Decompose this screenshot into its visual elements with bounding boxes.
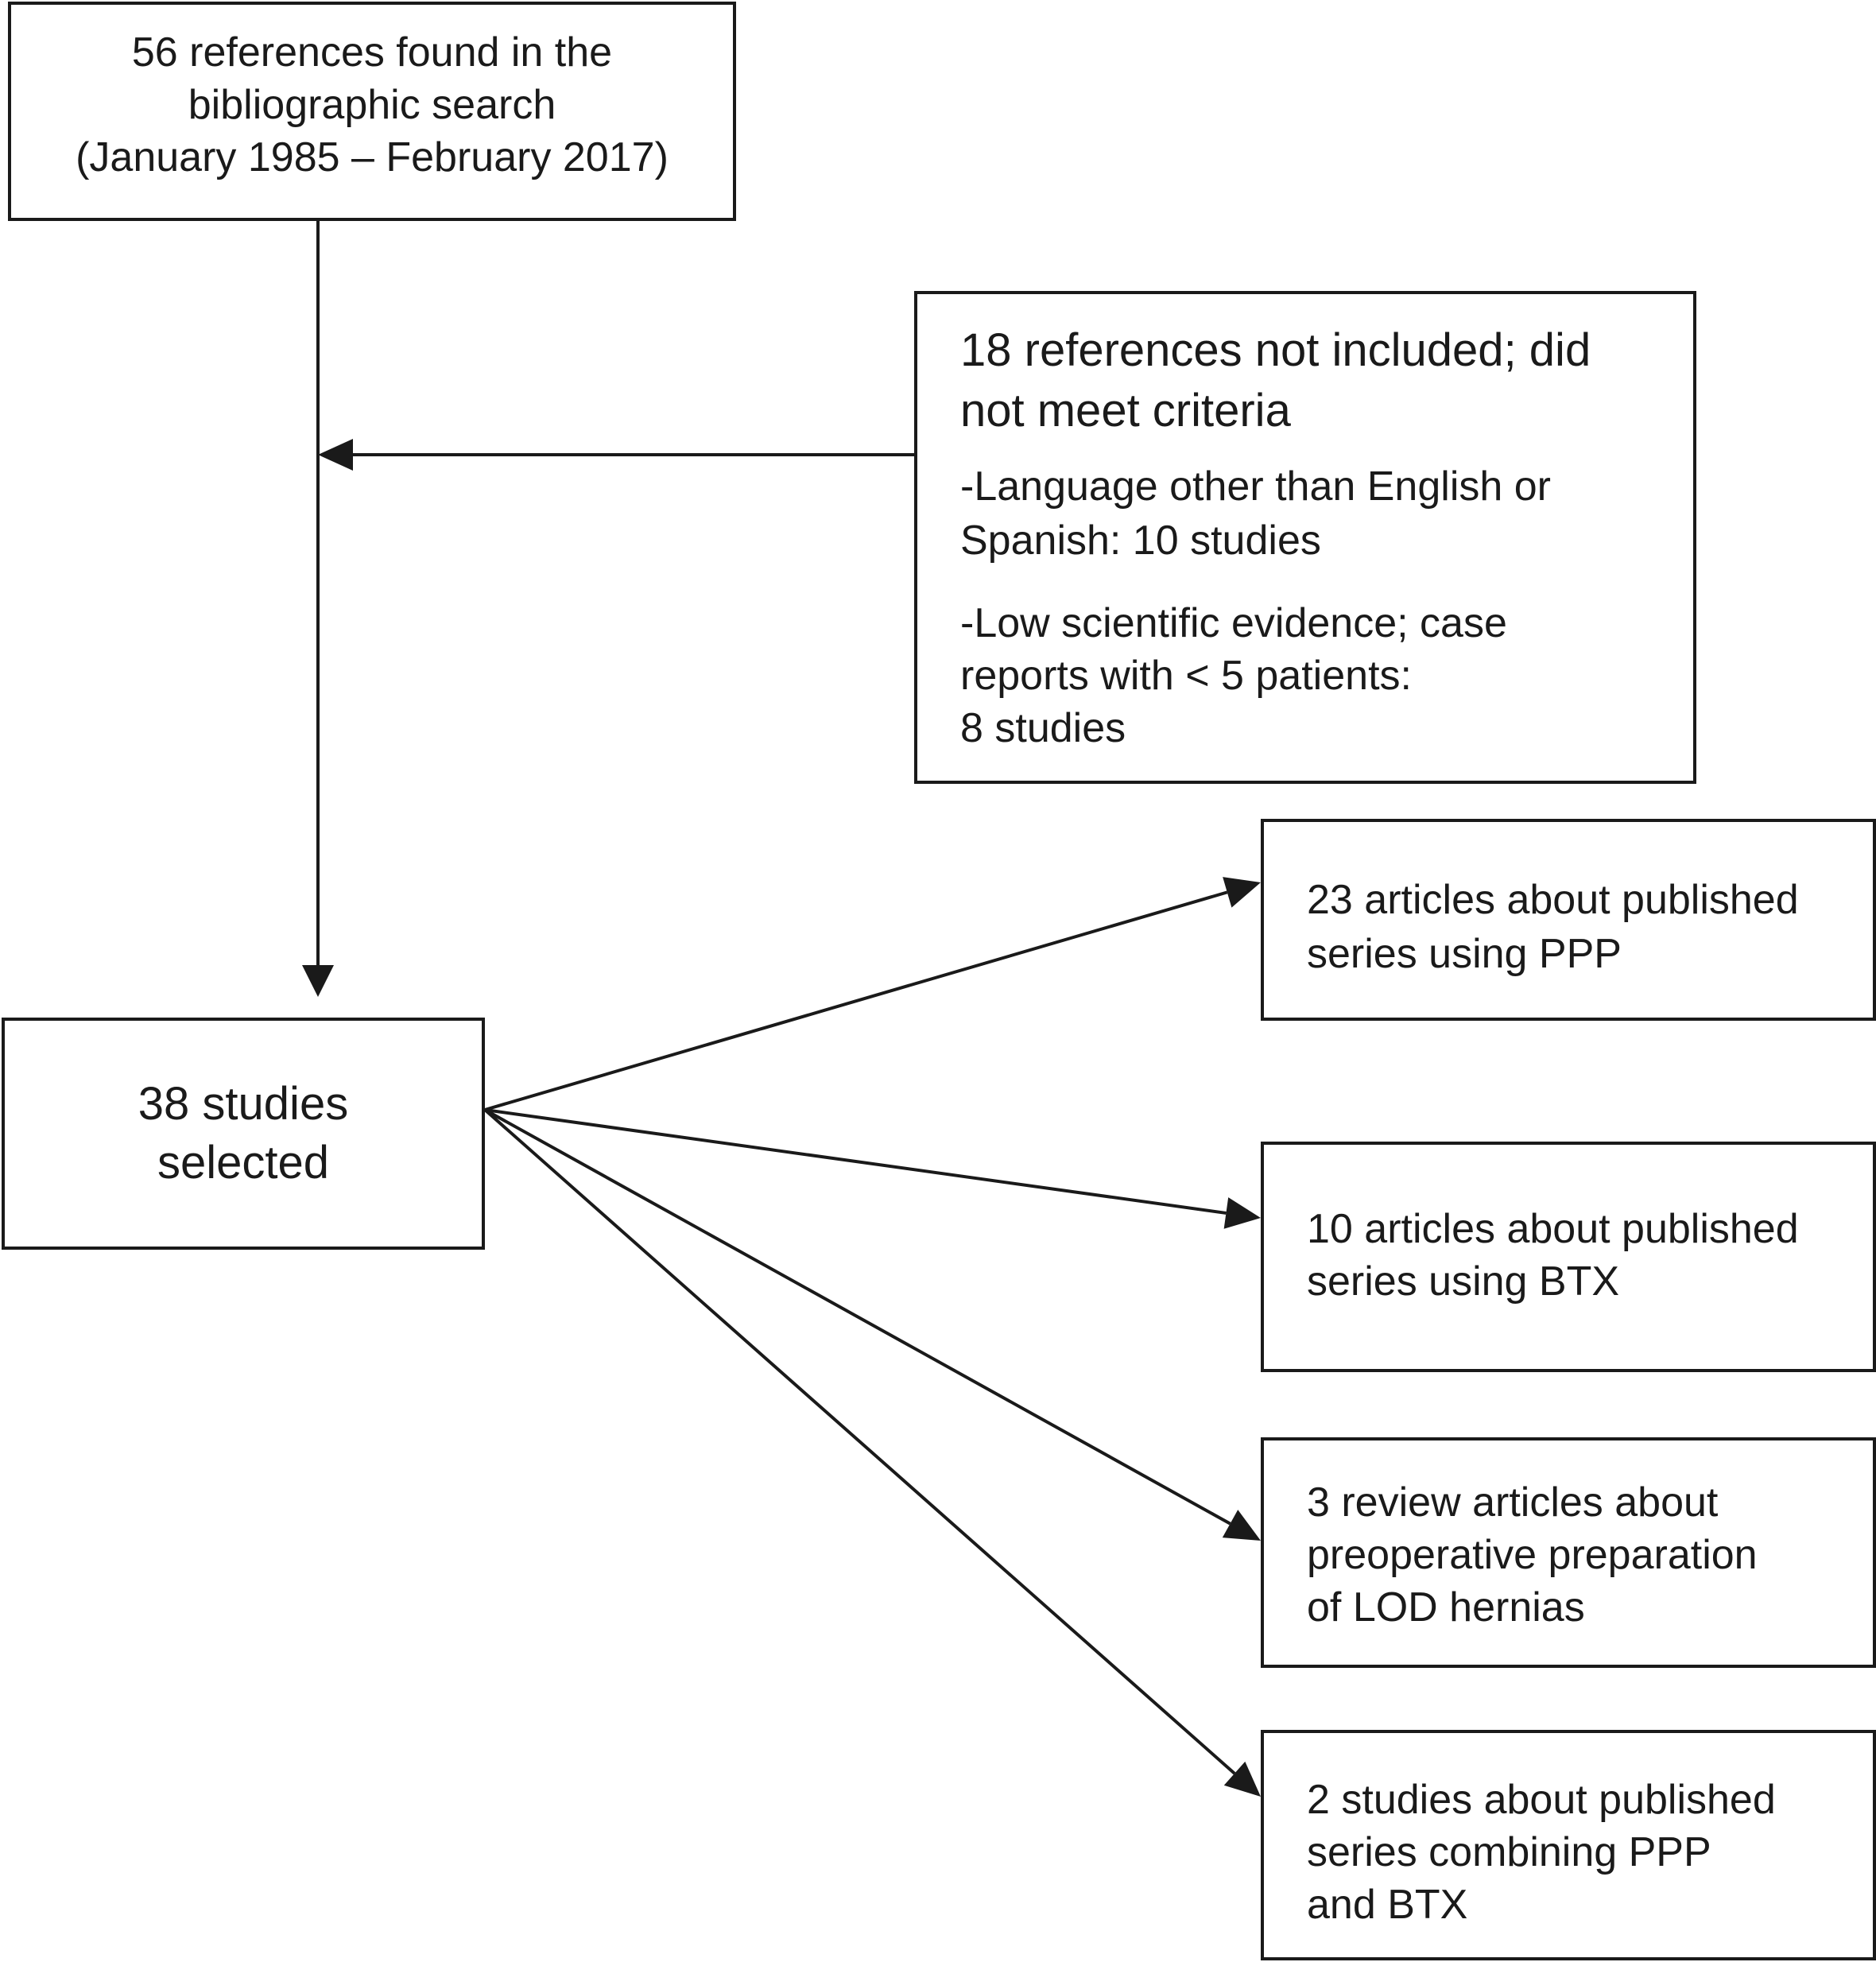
excluded-reason-language-line-2: Spanish: 10 studies (960, 518, 1321, 564)
outcome-box-combined: 2 studies about published series combini… (1261, 1730, 1876, 1960)
outcome-ppp-line-1: 23 articles about published (1307, 877, 1799, 923)
outcome-combined-line-2: series combining PPP (1307, 1829, 1711, 1875)
arrowhead-selected (302, 965, 334, 997)
branch-arrow-review (484, 1108, 1231, 1526)
selected-line-2: selected (157, 1137, 330, 1188)
outcome-btx-line-2: series using BTX (1307, 1258, 1620, 1305)
excluded-heading-line-2: not meet criteria (960, 385, 1291, 436)
arrowhead-excluded (318, 439, 353, 471)
excluded-reason-evidence-line-3: 8 studies (960, 705, 1126, 751)
selected-studies-box: 38 studies selected (2, 1018, 485, 1250)
arrowhead-review (1222, 1510, 1261, 1541)
outcome-box-review: 3 review articles about preoperative pre… (1261, 1437, 1876, 1668)
search-results-box: 56 references found in the bibliographic… (8, 2, 736, 221)
excluded-reason-language-line-1: -Language other than English or (960, 463, 1551, 510)
outcome-combined-line-1: 2 studies about published (1307, 1777, 1776, 1823)
search-line-1: 56 references found in the (131, 29, 613, 76)
outcome-review-line-3: of LOD hernias (1307, 1584, 1585, 1630)
search-line-2: bibliographic search (188, 82, 556, 128)
arrowhead-combined (1223, 1761, 1261, 1797)
outcome-combined-line-3: and BTX (1307, 1882, 1468, 1928)
search-line-3: (January 1985 – February 2017) (76, 134, 669, 180)
outcome-box-btx: 10 articles about published series using… (1261, 1142, 1876, 1372)
branch-arrow-btx (484, 1108, 1227, 1215)
outcome-box-ppp: 23 articles about published series using… (1261, 819, 1876, 1021)
excluded-reason-evidence-line-2: reports with < 5 patients: (960, 653, 1412, 699)
branch-arrows (483, 877, 1261, 1797)
branch-arrow-ppp (484, 890, 1228, 1111)
outcome-ppp-line-2: series using PPP (1307, 931, 1622, 977)
excluded-references-box: 18 references not included; did not meet… (914, 291, 1696, 784)
arrowhead-ppp (1223, 877, 1261, 908)
outcome-review-line-1: 3 review articles about (1307, 1479, 1719, 1526)
branch-arrow-combined (483, 1108, 1236, 1775)
outcome-review-line-2: preoperative preparation (1307, 1532, 1758, 1578)
arrowhead-btx (1223, 1197, 1261, 1229)
selected-line-1: 38 studies (138, 1078, 349, 1130)
excluded-reason-evidence-line-1: -Low scientific evidence; case (960, 600, 1507, 646)
excluded-heading-line-1: 18 references not included; did (960, 324, 1591, 376)
outcome-btx-line-1: 10 articles about published (1307, 1206, 1799, 1252)
